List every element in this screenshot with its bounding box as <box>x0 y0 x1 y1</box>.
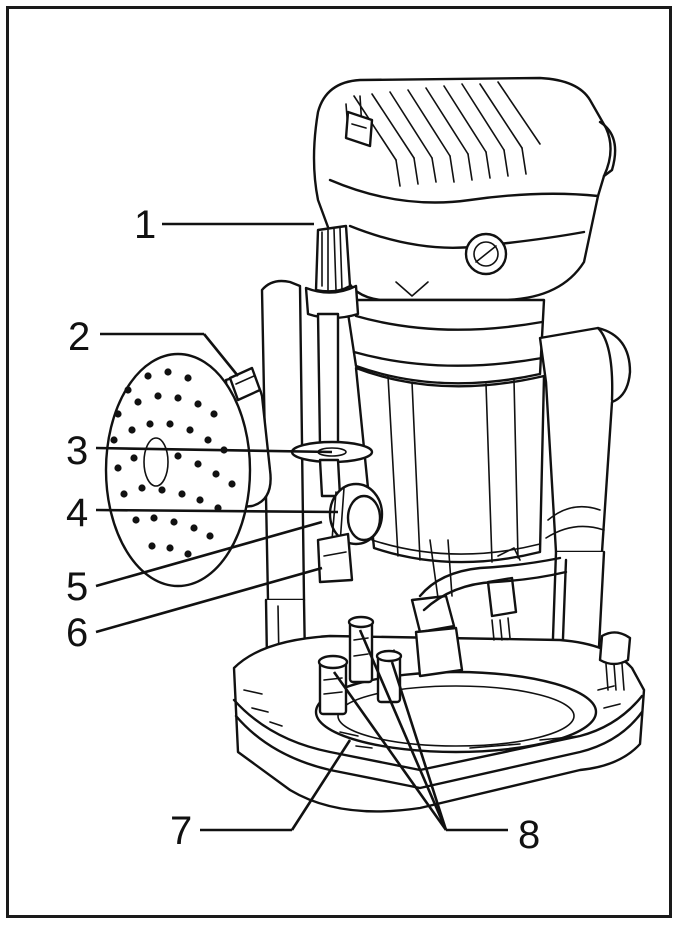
right-guide-column <box>538 326 632 668</box>
motor-top-cap <box>312 76 617 302</box>
callout-7: 7 <box>170 809 192 853</box>
callout-leaders <box>95 222 508 832</box>
vent-slots <box>345 81 541 187</box>
callout-1: 1 <box>134 203 156 247</box>
callout-5: 5 <box>66 565 88 609</box>
motor-body <box>344 298 546 564</box>
callout-4: 4 <box>66 491 88 535</box>
fine-adjust-nuts <box>410 539 632 691</box>
cables <box>418 547 568 612</box>
adapter-holes <box>110 368 236 558</box>
dust-extraction-adapter <box>104 352 272 588</box>
callout-8: 8 <box>518 813 540 857</box>
callout-2: 2 <box>68 315 90 359</box>
callout-labels: 1 2 3 4 5 6 7 8 <box>66 203 540 857</box>
callout-3: 3 <box>66 429 88 473</box>
callout-6: 6 <box>66 611 88 655</box>
